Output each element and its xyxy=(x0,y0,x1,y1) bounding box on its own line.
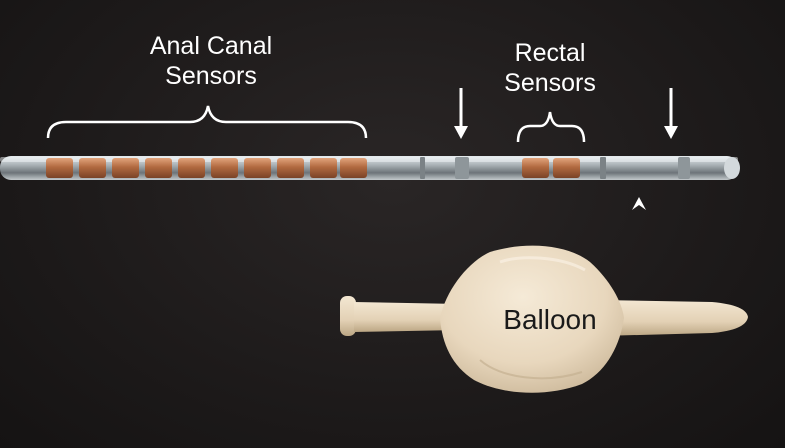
anal-canal-bracket xyxy=(46,105,368,139)
rectal-label-line1: Rectal xyxy=(514,39,586,67)
rectal-sensor-array xyxy=(522,158,580,178)
balloon-object xyxy=(340,245,748,393)
down-arrow-icon xyxy=(454,88,468,139)
balloon-label: Balloon xyxy=(480,303,620,337)
arrowhead-pointer-icon xyxy=(632,197,646,210)
rectal-label-line2: Sensors xyxy=(504,69,596,97)
rectal-bracket xyxy=(516,111,586,143)
balloon-label-text: Balloon xyxy=(503,304,597,335)
anal-canal-label-line2: Sensors xyxy=(165,62,257,90)
rectal-sensors-label: Rectal Sensors xyxy=(485,38,615,98)
anal-canal-label-line1: Anal Canal xyxy=(149,32,273,60)
catheter-tip xyxy=(724,157,740,179)
anal-canal-sensors-label: Anal Canal Sensors xyxy=(126,31,296,91)
catheter-marker-bands xyxy=(420,157,690,179)
anal-canal-sensor-array xyxy=(46,158,367,178)
down-arrow-icon xyxy=(664,88,678,139)
catheter xyxy=(0,156,738,180)
